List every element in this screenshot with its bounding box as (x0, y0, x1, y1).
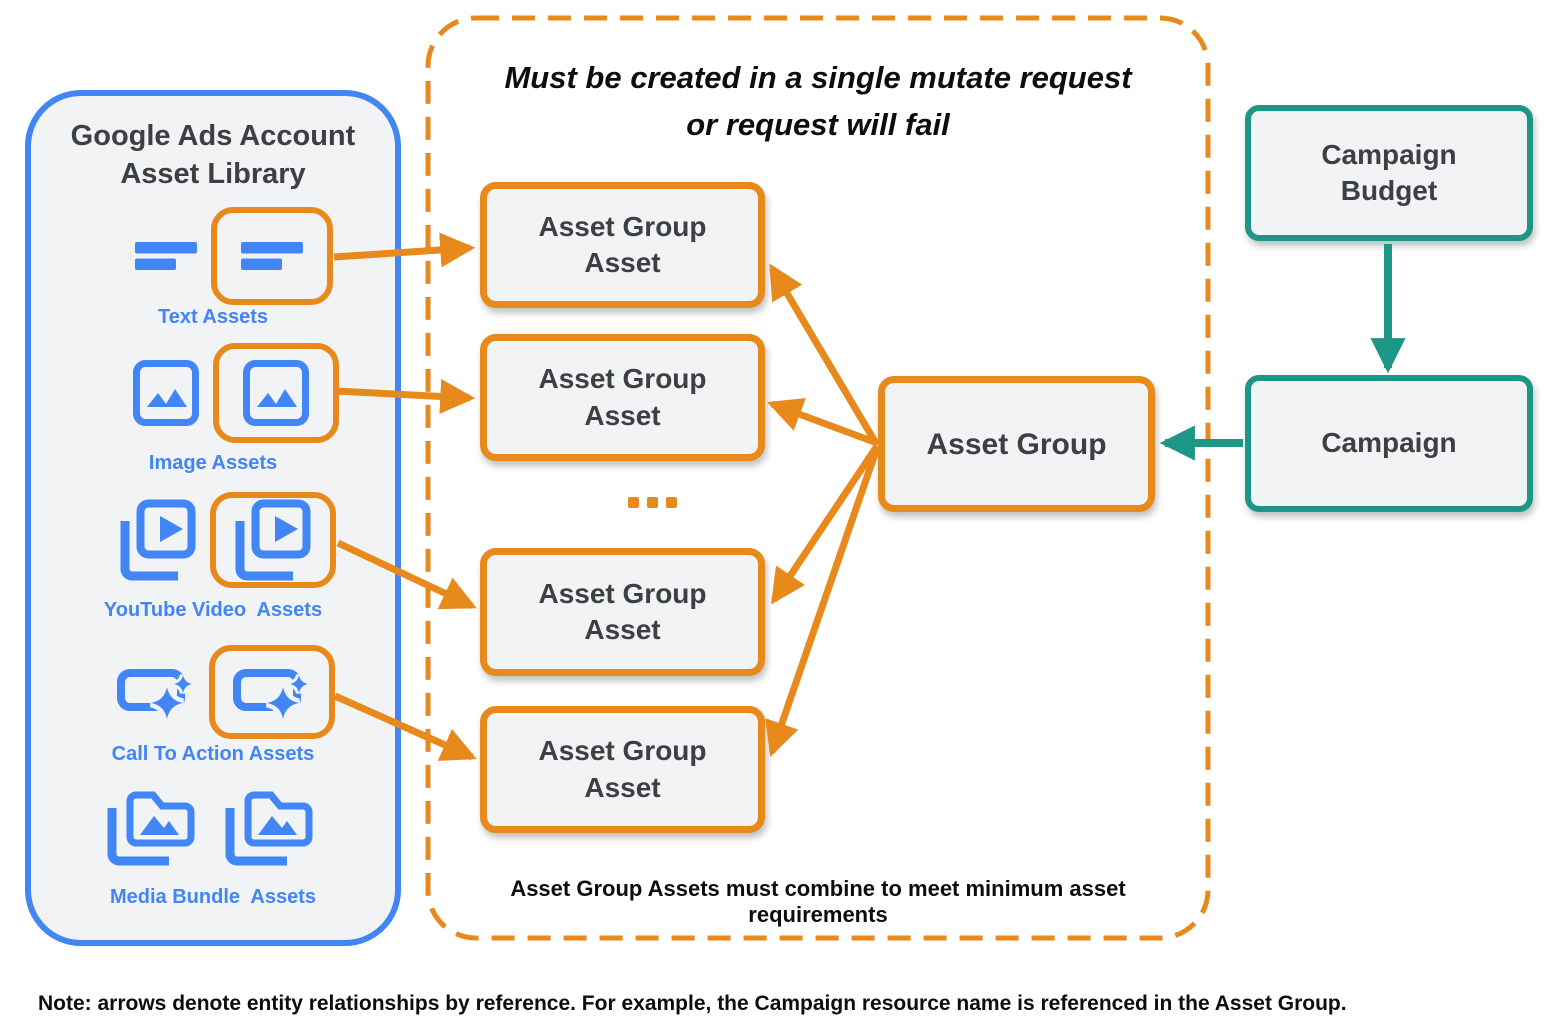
library-row-media-bundle-assets (25, 786, 401, 868)
media-bundle-icon (225, 791, 313, 866)
cta-sparkle-icon (233, 669, 309, 721)
image-assets-label: Image Assets (148, 452, 278, 474)
youtube-asset-highlight-box (210, 492, 336, 588)
campaign-box: Campaign (1245, 375, 1533, 512)
image-icon (133, 360, 199, 426)
text-assets-label: Text Assets (157, 306, 269, 328)
media-bundle-icon (107, 791, 195, 866)
asset-group-asset-box-4: Asset Group Asset (480, 706, 765, 833)
video-library-icon (235, 499, 311, 581)
video-library-icon (120, 499, 196, 581)
asset-group-asset-box-1: Asset Group Asset (480, 182, 765, 308)
ellipsis-icon (628, 497, 677, 508)
library-row-cta-assets (25, 645, 401, 739)
text-lines-icon (135, 242, 197, 270)
youtube-assets-label: YouTube Video Assets (103, 599, 323, 621)
text-lines-icon (241, 242, 303, 270)
asset-group-asset-label: Asset Group Asset (538, 577, 707, 645)
image-icon (243, 360, 309, 426)
asset-group-asset-box-3: Asset Group Asset (480, 548, 765, 676)
asset-group-asset-box-2: Asset Group Asset (480, 334, 765, 461)
mutate-panel-footer: Asset Group Assets must combine to meet … (510, 876, 1126, 927)
library-row-text-assets (25, 207, 401, 305)
mutate-request-title: Must be created in a single mutate reque… (504, 60, 1132, 142)
arrow-asset-group-to-box2 (767, 397, 879, 447)
campaign-label: Campaign (1321, 427, 1457, 459)
footnote: Note: arrows denote entity relationships… (38, 992, 1347, 1015)
cta-assets-label: Call To Action Assets (111, 743, 315, 765)
image-asset-highlight-box (213, 343, 339, 443)
arrow-asset-group-to-box3 (771, 444, 880, 605)
ellipsis-dot (628, 497, 639, 508)
library-row-youtube-assets (25, 492, 401, 588)
asset-library-title: Google Ads Account Asset Library (70, 120, 356, 190)
asset-group-label: Asset Group (926, 427, 1107, 461)
ellipsis-dot (647, 497, 658, 508)
arrow-asset-group-to-box1 (768, 263, 881, 447)
ellipsis-dot (666, 497, 677, 508)
library-row-image-assets (25, 343, 401, 443)
arrow-asset-group-to-box4 (765, 446, 881, 757)
asset-group-asset-label: Asset Group Asset (538, 363, 707, 431)
asset-group-asset-label: Asset Group Asset (538, 210, 707, 278)
asset-group-box: Asset Group (878, 376, 1155, 512)
cta-asset-highlight-box (209, 645, 335, 739)
campaign-budget-box: Campaign Budget (1245, 105, 1533, 241)
media-bundle-assets-label: Media Bundle Assets (110, 886, 316, 908)
campaign-budget-label: Campaign Budget (1321, 138, 1457, 206)
cta-sparkle-icon (117, 669, 193, 721)
asset-group-asset-label: Asset Group Asset (538, 735, 707, 803)
text-asset-highlight-box (211, 207, 333, 305)
